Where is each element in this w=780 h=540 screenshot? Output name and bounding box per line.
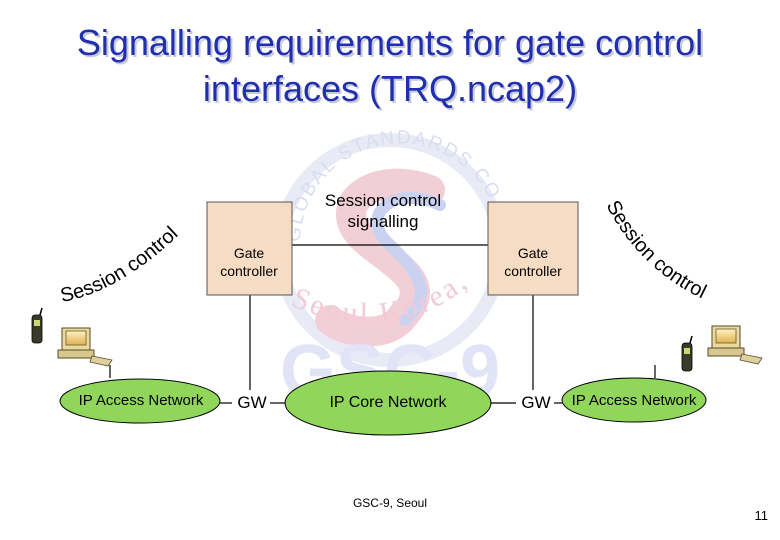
right-computer-icon bbox=[707, 325, 763, 365]
core-network-ellipse bbox=[284, 370, 492, 436]
left-access-network-ellipse bbox=[59, 378, 221, 424]
right-gate-controller-label: Gate controller bbox=[504, 245, 562, 279]
left-gate-controller-box bbox=[206, 201, 293, 296]
left-access-network-label: IP Access Network bbox=[78, 392, 204, 409]
page-title: Signalling requirements for gate control… bbox=[76, 22, 704, 109]
right-access-network-ellipse bbox=[561, 377, 707, 423]
connection-lines bbox=[109, 244, 656, 404]
core-network-label: IP Core Network bbox=[329, 394, 447, 411]
right-gw-label: GW bbox=[521, 393, 551, 412]
right-access-network-label: IP Access Network bbox=[571, 392, 697, 409]
left-computer-icon bbox=[57, 327, 113, 367]
left-gate-controller-label: Gate controller bbox=[220, 245, 278, 279]
left-curved-label: Session control signalling bbox=[0, 0, 186, 307]
left-mobile-phone-icon bbox=[31, 307, 43, 344]
watermark-swirl-blue bbox=[371, 191, 446, 326]
page-number: 11 bbox=[754, 508, 769, 523]
session-control-signalling-label: Session control signalling bbox=[324, 191, 442, 231]
right-mobile-phone-icon bbox=[681, 335, 693, 372]
left-gw-label: GW bbox=[237, 393, 267, 412]
right-gate-controller-box bbox=[487, 201, 579, 296]
watermark-swirl-red bbox=[315, 168, 445, 347]
footer-text: GSC-9, Seoul bbox=[352, 496, 428, 510]
